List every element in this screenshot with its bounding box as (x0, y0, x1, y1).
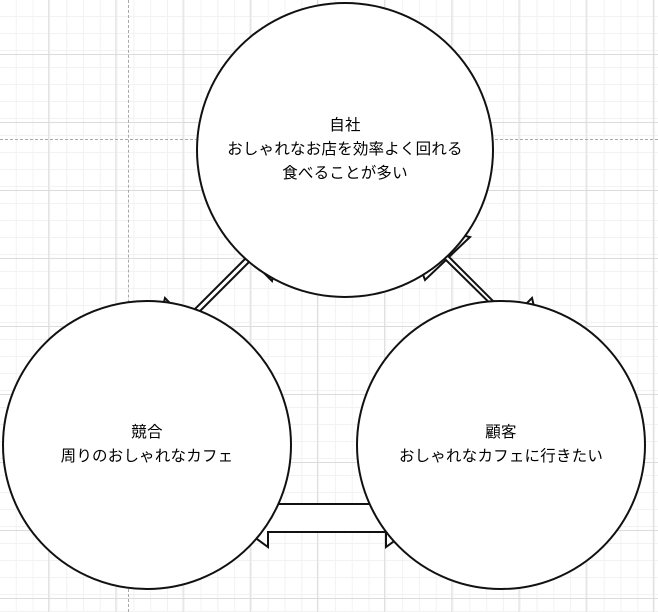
node-competitor-text: 競合 周りのおしゃれなカフェ (60, 423, 234, 465)
node-own-company-text: 自社 おしゃれなお店を効率よく回れる 食べることが多い (227, 116, 463, 182)
node-competitor[interactable]: 競合 周りのおしゃれなカフェ (2, 300, 292, 590)
node-customer-text: 顧客 おしゃれなカフェに行きたい (398, 423, 604, 465)
node-own-company[interactable]: 自社 おしゃれなお店を効率よく回れる 食べることが多い (196, 2, 494, 298)
node-customer[interactable]: 顧客 おしゃれなカフェに行きたい (356, 300, 646, 590)
